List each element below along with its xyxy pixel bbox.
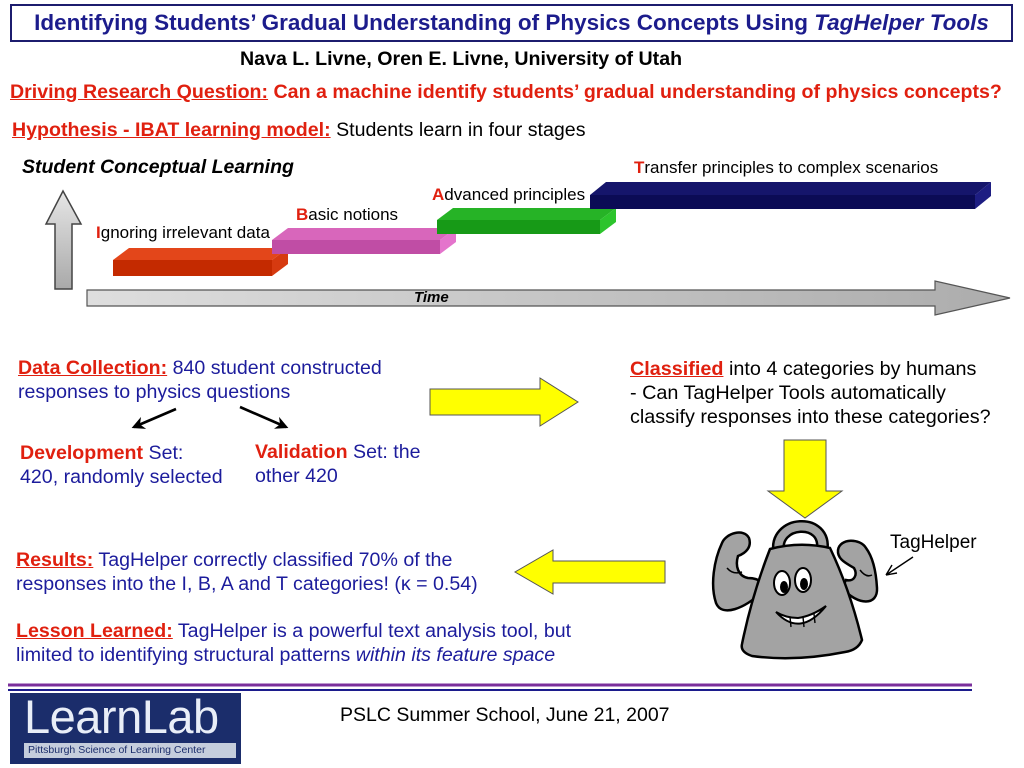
stage-label-text: dvanced principles (444, 185, 586, 204)
validation-set-line-1: Validation Set: the (255, 440, 421, 464)
stage-bar-ignoring (113, 248, 288, 276)
lesson-text: TagHelper is a powerful text analysis to… (177, 620, 572, 642)
stage-bar-advanced-side (600, 208, 616, 234)
stage-bar-basic (272, 228, 456, 254)
stage-bar-ignoring-top (113, 248, 288, 260)
taghelper-mascot (711, 520, 879, 660)
stage-bar-advanced (437, 208, 616, 234)
stage-label-transfer: Transfer principles to complex scenarios (634, 158, 938, 178)
stage-bar-basic-top (272, 228, 456, 240)
research-question-text: Can a machine identify students’ gradual… (273, 81, 1002, 103)
logo-wordmark: LearnLab (24, 693, 219, 743)
lesson-line-2: limited to identifying structural patter… (16, 643, 571, 667)
results-line-1: Results: TagHelper correctly classified … (16, 548, 478, 572)
stage-bar-transfer-top (590, 182, 991, 195)
hypothesis-label: Hypothesis - IBAT learning model: (12, 119, 331, 141)
research-question: Driving Research Question: Can a machine… (10, 80, 1002, 104)
stage-bar-ignoring-front (113, 260, 272, 276)
stage-label-text: gnoring irrelevant data (100, 223, 270, 242)
validation-set-text: Set: the (353, 441, 421, 463)
learnlab-logo: LearnLab Pittsburgh Science of Learning … (10, 693, 241, 764)
flow-arrow-left (514, 549, 666, 595)
split-arrow-validation (239, 405, 289, 429)
mascot-smile (775, 605, 827, 625)
title-text: Identifying Students’ Gradual Understand… (34, 10, 808, 35)
footer-event: PSLC Summer School, June 21, 2007 (340, 704, 670, 726)
classification-text: into 4 categories by humans (728, 358, 977, 380)
validation-set-line-2: other 420 (255, 465, 338, 487)
stage-initial: T (634, 158, 645, 177)
time-axis-label: Time (414, 289, 449, 306)
classification-line-2: - Can TagHelper Tools automatically (630, 382, 946, 404)
development-set-text: Set: (148, 442, 184, 464)
stage-bar-ignoring-side (272, 248, 288, 276)
mascot-right-pupil (800, 578, 808, 590)
stage-label-text: asic notions (308, 205, 399, 224)
stage-bar-basic-front (272, 240, 440, 254)
stage-bar-advanced-top (437, 208, 616, 220)
development-set-line-2: 420, randomly selected (20, 466, 223, 488)
logo-tagline: Pittsburgh Science of Learning Center (24, 743, 236, 758)
stage-label-advanced: Advanced principles (432, 185, 585, 205)
lesson-label: Lesson Learned: (16, 620, 173, 642)
stage-initial: B (296, 205, 309, 224)
hypothesis: Hypothesis - IBAT learning model: Studen… (12, 118, 586, 142)
flow-arrow-right (429, 377, 579, 427)
stage-label-basic: Basic notions (296, 205, 398, 225)
mascot-left-pupil (780, 581, 788, 593)
results: Results: TagHelper correctly classified … (16, 548, 478, 596)
stage-bar-advanced-front (437, 220, 600, 234)
data-collection-line-2: responses to physics questions (18, 381, 291, 403)
stage-initial: A (432, 185, 445, 204)
time-arrow (86, 280, 1011, 316)
development-set-label: Development (20, 442, 144, 464)
mascot-muscle-lines (726, 567, 873, 577)
stage-label-text: ransfer principles to complex scenarios (644, 158, 939, 177)
validation-set: Validation Set: the other 420 (255, 440, 421, 488)
lesson-emphasis: within its feature space (355, 644, 556, 666)
stage-label-ignoring: Ignoring irrelevant data (96, 223, 270, 243)
lesson-line-1: Lesson Learned: TagHelper is a powerful … (16, 619, 571, 643)
data-collection-line-1: Data Collection: 840 student constructed (18, 356, 382, 380)
mascot-body (740, 543, 864, 660)
classification-line-3: classify responses into these categories… (630, 406, 991, 428)
title-emphasis: TagHelper Tools (814, 10, 989, 35)
stage-bar-basic-side (440, 228, 456, 254)
development-set-line-1: Development Set: (20, 441, 223, 465)
classification-line-1: Classified into 4 categories by humans (630, 357, 991, 381)
lesson-learned: Lesson Learned: TagHelper is a powerful … (16, 619, 571, 667)
research-question-label: Driving Research Question: (10, 81, 269, 103)
stage-bar-transfer-front (590, 195, 975, 209)
learning-diagram-heading: Student Conceptual Learning (22, 156, 294, 178)
classification-label: Classified (630, 358, 724, 380)
taghelper-callout-pointer (885, 556, 914, 576)
flow-arrow-down (766, 439, 844, 519)
results-text: TagHelper correctly classified 70% of th… (98, 549, 453, 571)
stage-bar-transfer (590, 182, 991, 209)
data-collection-label: Data Collection: (18, 357, 168, 379)
stage-initial: I (96, 223, 101, 242)
learning-up-arrow (44, 189, 83, 290)
mascot-right-arm (836, 539, 879, 603)
mascot-handle (774, 522, 827, 554)
title-box: Identifying Students’ Gradual Understand… (10, 4, 1013, 42)
authors: Nava L. Livne, Oren E. Livne, University… (240, 48, 683, 70)
hypothesis-text: Students learn in four stages (336, 119, 586, 141)
results-label: Results: (16, 549, 94, 571)
results-line-2: responses into the I, B, A and T categor… (16, 573, 478, 595)
classification: Classified into 4 categories by humans -… (630, 357, 991, 429)
validation-set-label: Validation (255, 441, 348, 463)
split-arrow-development (131, 407, 177, 429)
data-collection: Data Collection: 840 student constructed… (18, 356, 382, 404)
stage-bar-transfer-side (975, 182, 991, 209)
mascot-left-arm (711, 531, 766, 612)
data-collection-text: 840 student constructed (172, 357, 382, 379)
taghelper-callout-label: TagHelper (890, 532, 977, 553)
lesson-line-2-text: limited to identifying structural patter… (16, 644, 351, 666)
development-set: Development Set: 420, randomly selected (20, 441, 223, 489)
mascot-teeth (789, 613, 816, 628)
